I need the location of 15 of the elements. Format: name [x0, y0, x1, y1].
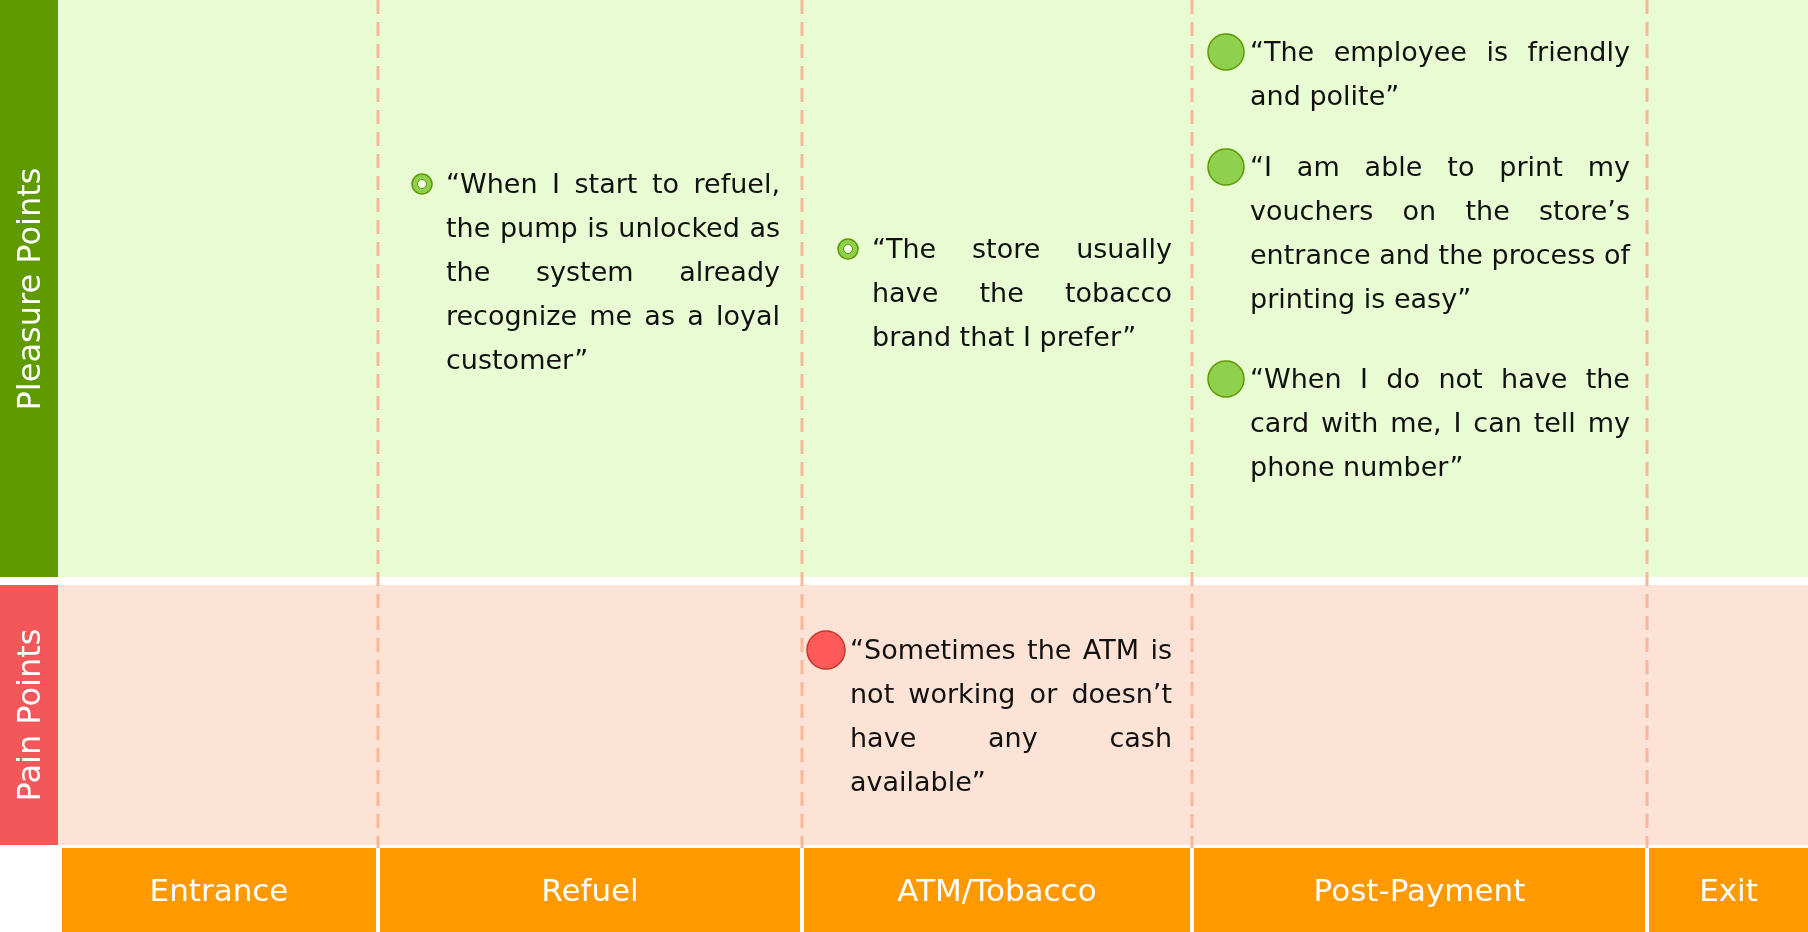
- stage-header: Post-Payment: [1194, 848, 1645, 932]
- lane-label: Pleasure Points: [0, 0, 58, 577]
- swimlane-band: [0, 585, 1808, 845]
- stage-header: Exit: [1649, 848, 1808, 932]
- stage-header: ATM/Tobacco: [804, 848, 1190, 932]
- swimlane-band: [0, 0, 1808, 577]
- quote-text: “The store usually have the tobacco brand that I prefer”: [872, 232, 1172, 354]
- lane-label: Pain Points: [0, 585, 58, 845]
- quote-text: “When I start to refuel, the pump is unlocked as the system already recognize me as a loyal customer”: [446, 167, 780, 377]
- quote-text: “The employee is friendly and polite”: [1250, 35, 1630, 113]
- quote-text: “I am able to print my vouchers on the store’s entrance and the process of printing is easy”: [1250, 150, 1630, 316]
- stage-header: Refuel: [380, 848, 800, 932]
- stage-header: Entrance: [62, 848, 376, 932]
- quote-text: “When I do not have the card with me, I can tell my phone number”: [1250, 362, 1630, 484]
- quote-text: “Sometimes the ATM is not working or doesn’t have any cash available”: [850, 633, 1172, 799]
